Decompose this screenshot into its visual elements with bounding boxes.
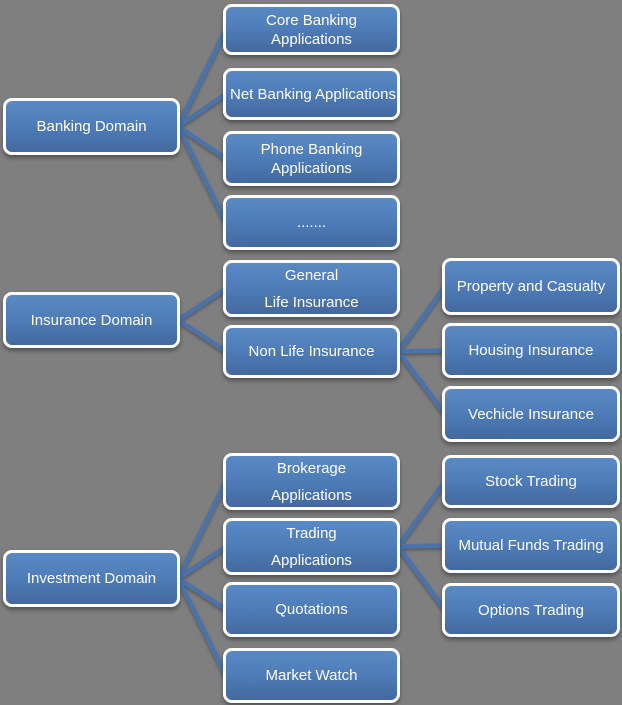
node-label: Applications [271, 30, 352, 48]
node-label: Applications [271, 486, 352, 504]
node-label: Applications [271, 551, 352, 569]
connector-line [176, 286, 228, 322]
node-quotations: Quotations [223, 582, 400, 637]
connector-line [175, 577, 229, 677]
node-label: Property and Casualty [456, 278, 606, 295]
node-label: Net Banking Applications [230, 85, 396, 103]
node-label: Stock Trading [485, 473, 577, 490]
node-housing-insurance: Housing Insurance [442, 323, 620, 378]
node-label: Vechicle Insurance [468, 405, 594, 423]
node-investment-domain: Investment Domain [3, 550, 180, 607]
node-property-and-casualty: Property and Casualty [442, 258, 620, 315]
connector-line [396, 350, 447, 416]
connector-line [175, 28, 229, 128]
connector-line [397, 348, 446, 354]
node-label: Life Insurance [264, 293, 359, 311]
connector-line [176, 318, 228, 354]
node-label: Insurance Domain [30, 311, 153, 329]
connector-line [176, 576, 228, 612]
node-non-life-insurance: Non Life Insurance [223, 325, 400, 378]
node-label: ....... [296, 214, 327, 231]
node-net-banking-applications: Net Banking Applications [223, 68, 400, 120]
node-market-watch: Market Watch [223, 648, 400, 703]
connector-line [396, 545, 447, 612]
node-label: Phone Banking [260, 140, 363, 158]
connector-line [176, 124, 228, 161]
node-more-applications-ellipsis: ....... [223, 195, 400, 250]
connector-line [175, 480, 229, 580]
connector-line [176, 92, 228, 129]
node-label: Quotations [275, 601, 348, 618]
node-vechicle-insurance: Vechicle Insurance [442, 386, 620, 442]
connector-line [397, 543, 446, 549]
node-mutual-funds-trading: Mutual Funds Trading [442, 518, 620, 573]
node-label: Housing Insurance [468, 342, 594, 359]
node-label: Mutual Funds Trading [458, 537, 604, 554]
connector-line [396, 480, 447, 548]
node-label: Banking Domain [36, 118, 147, 135]
node-options-trading: Options Trading [442, 583, 620, 637]
node-label: Market Watch [265, 667, 358, 684]
connector-line [175, 125, 229, 224]
node-label: Investment Domain [26, 570, 157, 587]
node-label: Trading [286, 524, 337, 542]
connector-line [176, 544, 228, 581]
connector-line [396, 285, 447, 353]
node-label: Non Life Insurance [248, 343, 375, 360]
node-label: Applications [271, 159, 352, 177]
node-label: General [284, 266, 339, 284]
node-label: Core Banking [266, 11, 357, 29]
node-insurance-domain: Insurance Domain [3, 292, 180, 348]
node-banking-domain: Banking Domain [3, 98, 180, 155]
node-label: Options Trading [478, 601, 584, 619]
node-label: Brokerage [276, 459, 347, 477]
node-stock-trading: Stock Trading [442, 455, 620, 508]
